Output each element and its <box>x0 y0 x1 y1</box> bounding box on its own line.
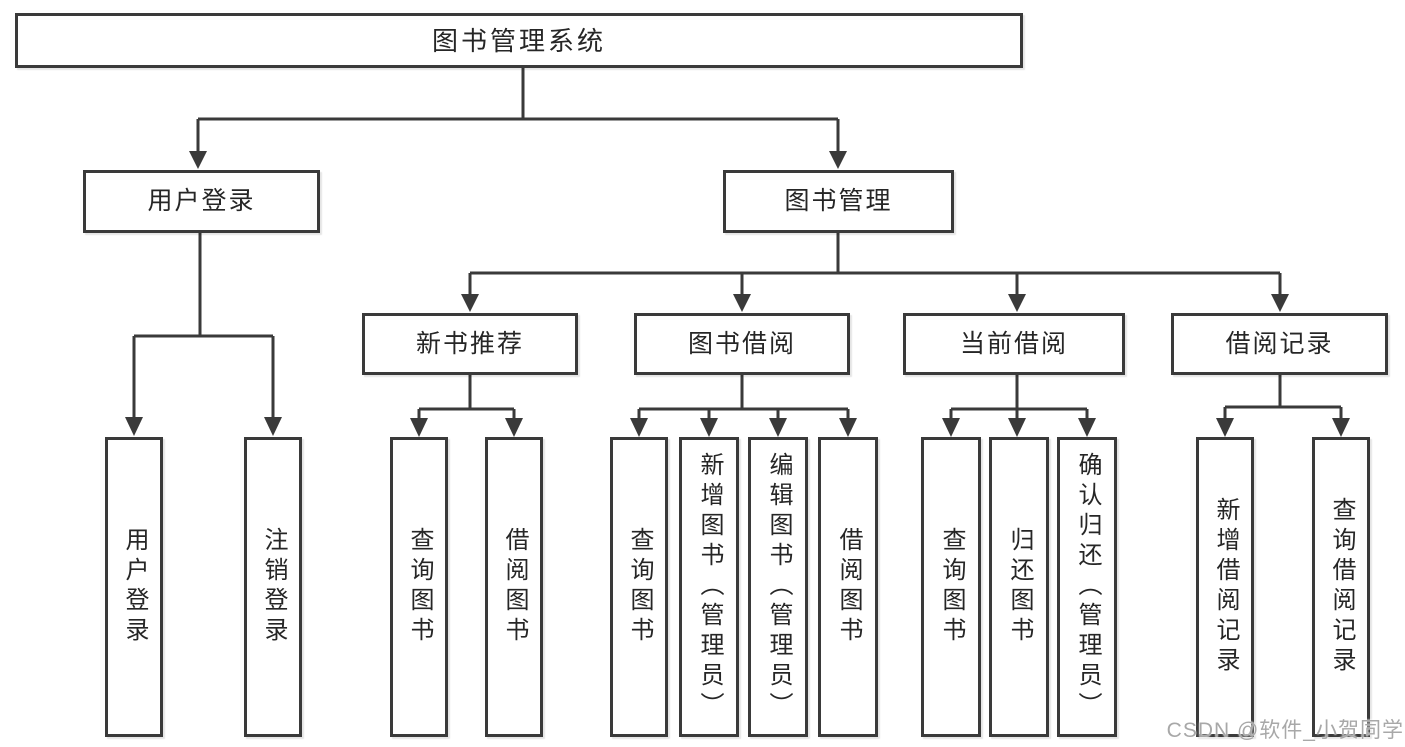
node-borrow-records: 借阅记录 <box>1171 313 1388 375</box>
node-book-management: 图书管理 <box>723 170 954 233</box>
node-book-management-label: 图书管理 <box>784 187 893 215</box>
leaf-add-borrow-record: 新增借阅记录 <box>1196 437 1254 737</box>
leaf-return-book: 归还图书 <box>989 437 1049 737</box>
node-current-borrow: 当前借阅 <box>903 313 1125 375</box>
leaf-user-login-label: 用户登录 <box>121 527 148 647</box>
leaf-borrow-books-borrow-label: 借阅图书 <box>835 527 862 647</box>
node-user-login: 用户登录 <box>83 170 320 233</box>
leaf-borrow-books-borrow: 借阅图书 <box>818 437 878 737</box>
node-library-management-system-label: 图书管理系统 <box>431 25 606 56</box>
leaf-query-books-recommend: 查询图书 <box>390 437 448 737</box>
leaf-confirm-return-admin: 确认归还（管理员） <box>1057 437 1117 737</box>
leaf-logout: 注销登录 <box>244 437 302 737</box>
node-book-borrow-label: 图书借阅 <box>687 329 796 358</box>
leaf-confirm-return-admin-label: 确认归还（管理员） <box>1074 452 1101 722</box>
connector-current-borrow-to-leaves <box>942 374 1096 437</box>
connector-borrow-records-to-leaves <box>1216 374 1350 437</box>
leaf-query-books-borrow-label: 查询图书 <box>626 527 653 647</box>
node-current-borrow-label: 当前借阅 <box>959 329 1068 358</box>
connector-new-book-to-leaves <box>410 374 523 437</box>
leaf-query-books-current-label: 查询图书 <box>938 527 965 647</box>
connector-book-borrow-to-leaves <box>630 374 857 437</box>
node-new-book-recommend: 新书推荐 <box>362 313 578 375</box>
connector-user-login-to-leaves <box>125 231 282 436</box>
leaf-add-borrow-record-label: 新增借阅记录 <box>1212 497 1239 677</box>
csdn-watermark: CSDN @软件_小贺同学 <box>1166 719 1404 742</box>
leaf-add-book-admin: 新增图书（管理员） <box>679 437 739 737</box>
leaf-logout-label: 注销登录 <box>260 527 287 647</box>
connector-book-management-to-level3 <box>461 231 1289 312</box>
connector-root-to-level2 <box>189 66 847 169</box>
node-user-login-label: 用户登录 <box>147 187 256 215</box>
leaf-query-books-borrow: 查询图书 <box>610 437 668 737</box>
node-book-borrow: 图书借阅 <box>634 313 850 375</box>
node-new-book-recommend-label: 新书推荐 <box>415 329 524 358</box>
leaf-query-books-recommend-label: 查询图书 <box>406 527 433 647</box>
node-library-management-system: 图书管理系统 <box>15 13 1023 68</box>
leaf-query-books-current: 查询图书 <box>921 437 981 737</box>
leaf-edit-book-admin: 编辑图书（管理员） <box>748 437 808 737</box>
leaf-borrow-books-recommend-label: 借阅图书 <box>501 527 528 647</box>
leaf-add-book-admin-label: 新增图书（管理员） <box>696 452 723 722</box>
leaf-query-borrow-record: 查询借阅记录 <box>1312 437 1370 737</box>
leaf-return-book-label: 归还图书 <box>1006 527 1033 647</box>
leaf-edit-book-admin-label: 编辑图书（管理员） <box>765 452 792 722</box>
leaf-query-borrow-record-label: 查询借阅记录 <box>1328 497 1355 677</box>
leaf-borrow-books-recommend: 借阅图书 <box>485 437 543 737</box>
leaf-user-login: 用户登录 <box>105 437 163 737</box>
node-borrow-records-label: 借阅记录 <box>1225 329 1334 358</box>
